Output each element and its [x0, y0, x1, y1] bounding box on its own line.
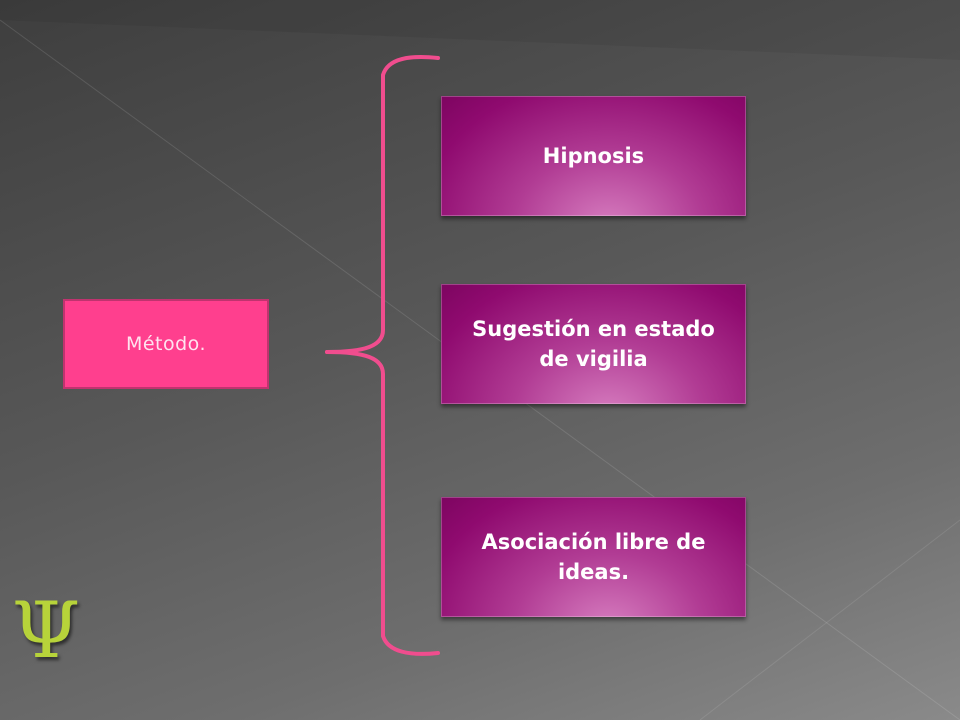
- item-sugestion: Sugestión en estado de vigilia: [441, 284, 746, 404]
- item-hipnosis: Hipnosis: [441, 96, 746, 216]
- item-label: Asociación libre de ideas.: [481, 529, 706, 584]
- psi-icon: Ψ: [11, 586, 81, 676]
- method-box: Método.: [63, 299, 269, 389]
- method-label: Método.: [125, 333, 207, 355]
- item-label: Sugestión en estado de vigilia: [472, 316, 715, 371]
- item-asociacion: Asociación libre de ideas.: [441, 497, 746, 617]
- item-label: Hipnosis: [542, 143, 645, 168]
